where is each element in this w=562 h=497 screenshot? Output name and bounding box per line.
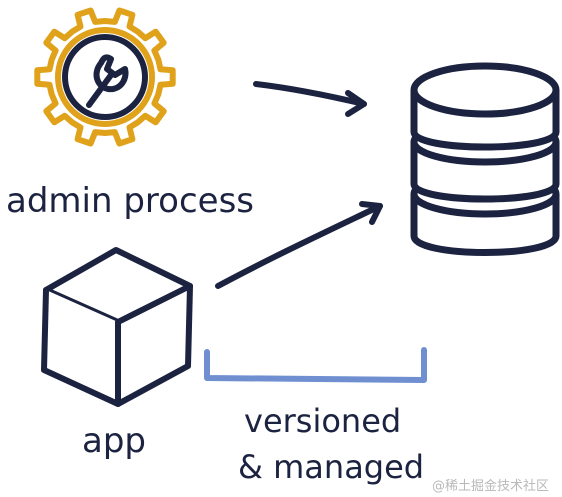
database-icon [410,62,560,256]
cube-icon [41,247,193,407]
admin-process-label: admin process [6,181,254,221]
bracket [204,347,427,383]
watermark: @稀土掘金技术社区 [432,478,549,494]
managed-label: & managed [238,448,424,486]
versioned-label: versioned [244,402,401,440]
gear-wrench-icon [34,7,176,147]
arrow-admin-to-database [253,81,367,117]
arrow-app-to-database [215,201,383,289]
app-label: app [82,421,146,461]
